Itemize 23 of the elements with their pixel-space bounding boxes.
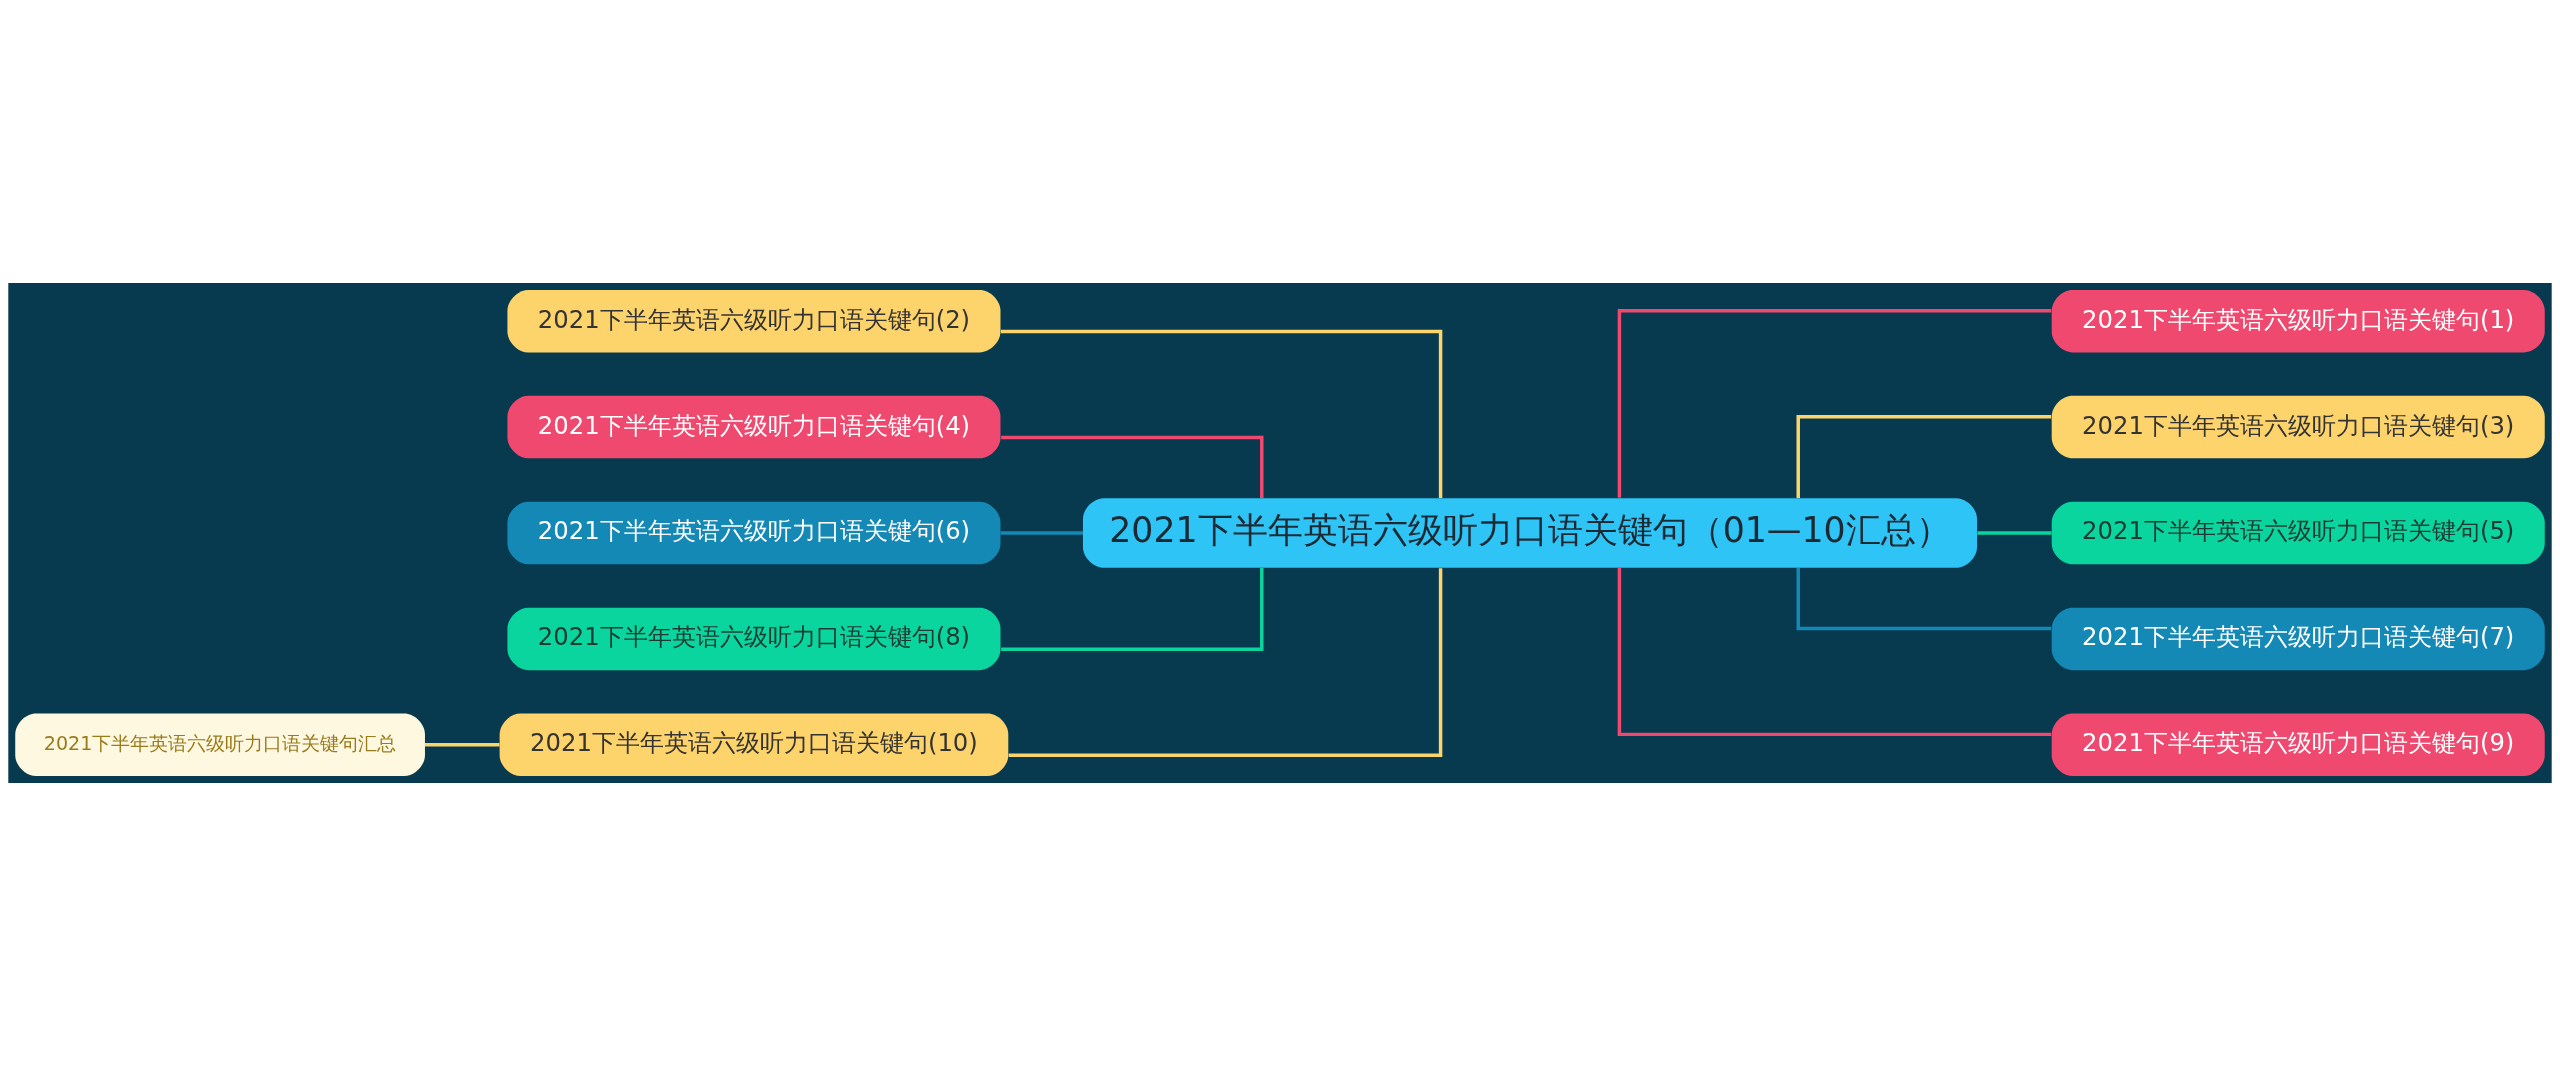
connector — [1000, 329, 1443, 498]
node-box: 2021下半年英语六级听力口语关键句(10) — [499, 713, 1009, 777]
connector — [425, 743, 500, 747]
connector — [1617, 568, 2052, 737]
connector — [1001, 567, 1264, 652]
node-box: 2021下半年英语六级听力口语关键句(4) — [507, 395, 1001, 459]
node-box: 2021下半年英语六级听力口语关键句(8) — [507, 607, 1001, 671]
connector — [1001, 435, 1264, 498]
node-box: 2021下半年英语六级听力口语关键句(7) — [2051, 607, 2545, 671]
connector — [1000, 531, 1083, 535]
connector — [1008, 568, 1443, 757]
node-box: 2021下半年英语六级听力口语关键句(5) — [2051, 501, 2545, 565]
node-box: 2021下半年英语六级听力口语关键句(3) — [2051, 395, 2545, 459]
node-box: 2021下半年英语六级听力口语关键句(9) — [2051, 713, 2545, 777]
node-box: 2021下半年英语六级听力口语关键句（01—10汇总） — [1082, 498, 1978, 568]
connector — [1617, 309, 2052, 498]
connector — [1796, 414, 2052, 499]
connector — [1977, 531, 2052, 535]
node-box: 2021下半年英语六级听力口语关键句(1) — [2051, 289, 2545, 353]
connector — [1796, 568, 2052, 631]
node-box: 2021下半年英语六级听力口语关键句(6) — [507, 501, 1001, 565]
node-box: 2021下半年英语六级听力口语关键句(2) — [507, 289, 1001, 353]
node-box: 2021下半年英语六级听力口语关键句汇总 — [15, 713, 425, 777]
